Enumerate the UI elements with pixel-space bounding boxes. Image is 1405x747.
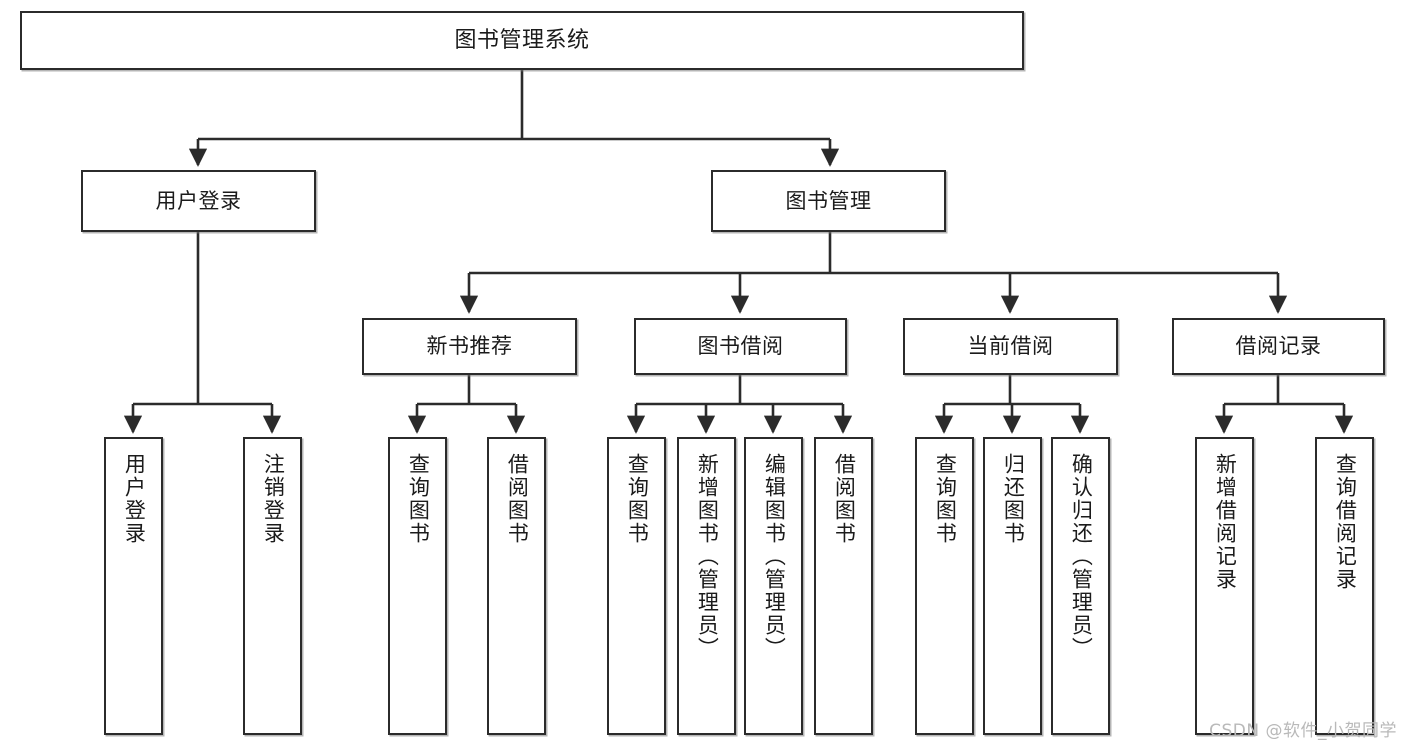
node-current-borrowing[interactable]: 当前借阅 — [903, 318, 1118, 375]
leaf-borrow-query-books[interactable]: 查询图书 — [607, 437, 666, 735]
node-label: 查询图书 — [933, 453, 958, 545]
leaf-current-confirm-return-admin[interactable]: 确认归还（管理员） — [1051, 437, 1110, 735]
node-label: 查询借阅记录 — [1333, 453, 1358, 591]
node-borrowing-records[interactable]: 借阅记录 — [1172, 318, 1385, 375]
node-label: 确认归还（管理员） — [1069, 453, 1094, 660]
node-label: 图书管理 — [785, 188, 872, 213]
node-label: 查询图书 — [625, 453, 650, 545]
node-label: 归还图书 — [1001, 453, 1026, 545]
node-user-login[interactable]: 用户登录 — [81, 170, 316, 232]
leaf-new-book-borrow-books[interactable]: 借阅图书 — [487, 437, 546, 735]
node-label: 图书借阅 — [697, 334, 784, 359]
node-root-book-management-system[interactable]: 图书管理系统 — [20, 11, 1024, 70]
leaf-borrow-edit-book-admin[interactable]: 编辑图书（管理员） — [744, 437, 803, 735]
leaf-records-query-record[interactable]: 查询借阅记录 — [1315, 437, 1374, 735]
node-book-borrowing[interactable]: 图书借阅 — [634, 318, 847, 375]
node-label: 图书管理系统 — [454, 27, 590, 53]
node-label: 新增借阅记录 — [1213, 453, 1238, 591]
node-label: 用户登录 — [155, 188, 242, 213]
node-label: 当前借阅 — [967, 334, 1054, 359]
leaf-current-return-books[interactable]: 归还图书 — [983, 437, 1042, 735]
leaf-new-book-query-books[interactable]: 查询图书 — [388, 437, 447, 735]
leaf-user-login-login[interactable]: 用户登录 — [104, 437, 163, 735]
node-label: 新增图书（管理员） — [695, 453, 720, 660]
node-label: 查询图书 — [406, 453, 431, 545]
node-label: 借阅记录 — [1235, 334, 1322, 359]
node-label: 用户登录 — [122, 453, 147, 545]
node-label: 注销登录 — [261, 453, 286, 545]
leaf-current-query-books[interactable]: 查询图书 — [915, 437, 974, 735]
node-label: 借阅图书 — [505, 453, 530, 545]
node-label: 借阅图书 — [832, 453, 857, 545]
leaf-user-login-logout[interactable]: 注销登录 — [243, 437, 302, 735]
leaf-records-add-record[interactable]: 新增借阅记录 — [1195, 437, 1254, 735]
leaf-borrow-add-book-admin[interactable]: 新增图书（管理员） — [677, 437, 736, 735]
node-book-management[interactable]: 图书管理 — [711, 170, 946, 232]
node-label: 新书推荐 — [426, 334, 513, 359]
leaf-borrow-borrow-books[interactable]: 借阅图书 — [814, 437, 873, 735]
csdn-watermark: CSDN @软件_小贺同学 — [1209, 721, 1397, 741]
node-label: 编辑图书（管理员） — [762, 453, 787, 660]
node-new-book-recommendation[interactable]: 新书推荐 — [362, 318, 577, 375]
